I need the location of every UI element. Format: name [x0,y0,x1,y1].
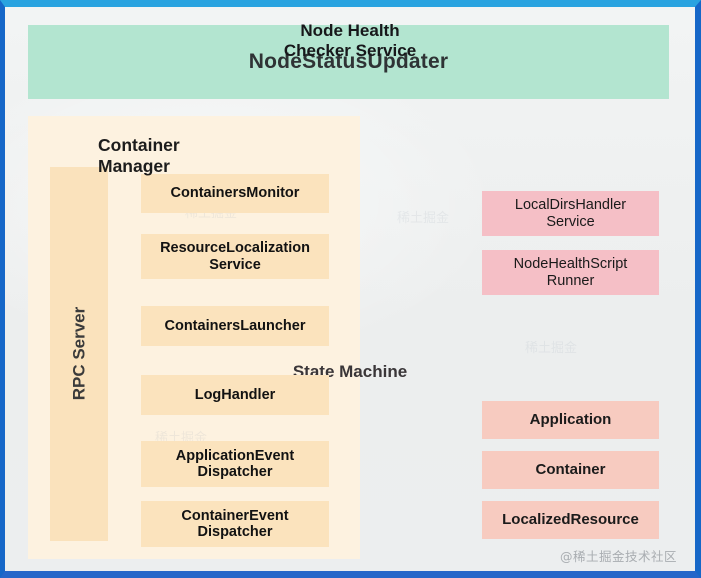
node-status-updater-box: NodeStatusUpdater [28,25,669,99]
container-manager-item-containers-launcher: ContainersLauncher [141,306,329,346]
item-label: ContainersLauncher [164,317,306,334]
container-manager-title-line1: Container [98,135,180,155]
rpc-server-box: RPC Server [50,167,108,541]
state-machine-item-container: Container [482,451,659,489]
container-manager-item-log-handler: LogHandler [141,375,329,415]
state-machine-item-application: Application [482,401,659,439]
ghost-watermark: 稀土掘金 [397,211,450,226]
state-machine-item-localized-resource: LocalizedResource [482,501,659,539]
item-label: Application [529,410,612,428]
state-machine-title: State Machine [292,362,408,381]
item-label: LocalizedResource [502,510,639,528]
item-label: Container [535,460,606,478]
item-label: ContainersMonitor [170,185,300,202]
node-health-title-line2: Checker Service [283,40,417,60]
node-health-title-line1: Node Health [300,21,400,40]
rpc-server-label: RPC Server [69,307,89,401]
site-watermark: @稀土掘金技术社区 [559,549,677,564]
ghost-watermark: 稀土掘金 [525,341,578,356]
node-health-checker-service-title: Node Health Checker Service [5,21,695,60]
container-manager-title: Container Manager [98,135,238,176]
item-label: LogHandler [194,386,276,403]
container-manager-title-line2: Manager [98,155,170,176]
diagram-canvas: NodeStatusUpdater Container Manager RPC … [5,7,695,571]
container-manager-item-containers-monitor: ContainersMonitor [141,174,329,213]
